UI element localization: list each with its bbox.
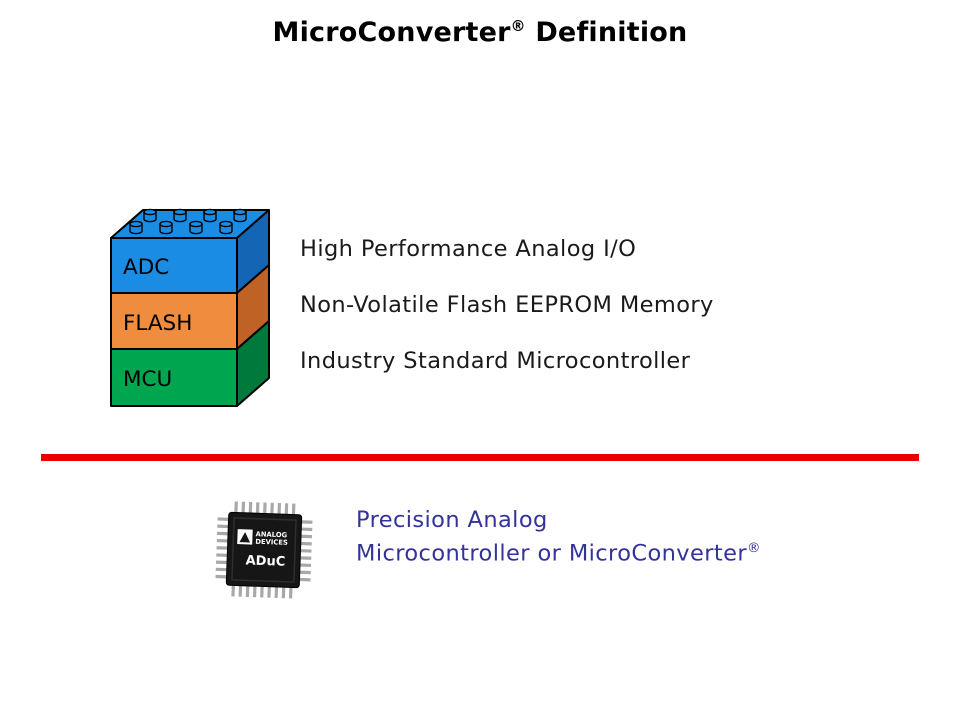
red-divider: [41, 454, 919, 461]
slide-title: MicroConverter® Definition: [0, 17, 960, 48]
chip-caption: Precision Analog Microcontroller or Micr…: [356, 506, 761, 568]
bullet-analog-io: High Performance Analog I/O: [300, 236, 637, 262]
chip-part-label: ADuC: [245, 553, 285, 569]
title-registered-mark: ®: [510, 17, 526, 35]
caption-line2: Microcontroller or MicroConverter®: [356, 534, 761, 568]
red-divider-bar: [41, 454, 919, 461]
lego-stack-diagram: ADC FLASH MCU: [110, 208, 270, 407]
brick-mcu-front: [110, 348, 238, 407]
brick-label-flash: FLASH: [123, 311, 192, 336]
title-rest: Definition: [525, 17, 688, 48]
bullet-flash-memory: Non-Volatile Flash EEPROM Memory: [300, 292, 714, 318]
chip-logo-line1: ANALOG: [255, 530, 287, 539]
feature-list: High Performance Analog I/O Non-Volatile…: [300, 238, 714, 373]
chip-body-inner-edge: [231, 517, 297, 583]
chip-pins: [215, 501, 313, 599]
chip-body: [225, 511, 303, 589]
title-brand: MicroConverter: [272, 17, 511, 48]
bullet-microcontroller: Industry Standard Microcontroller: [300, 348, 691, 374]
brick-adc-front: [110, 237, 238, 294]
analog-devices-logo-icon: [237, 529, 253, 545]
caption-registered-mark: ®: [747, 540, 761, 556]
brick-label-mcu: MCU: [123, 367, 172, 392]
chip-logo-line2: DEVICES: [255, 538, 288, 547]
brick-flash-front: [110, 292, 238, 350]
caption-line2-text: Microcontroller or MicroConverter: [356, 540, 748, 567]
caption-line1: Precision Analog: [356, 507, 548, 533]
lego-studs-icon: [129, 208, 247, 235]
chip-image: ANALOG DEVICES ADuC: [215, 501, 313, 599]
brick-label-adc: ADC: [123, 255, 169, 280]
